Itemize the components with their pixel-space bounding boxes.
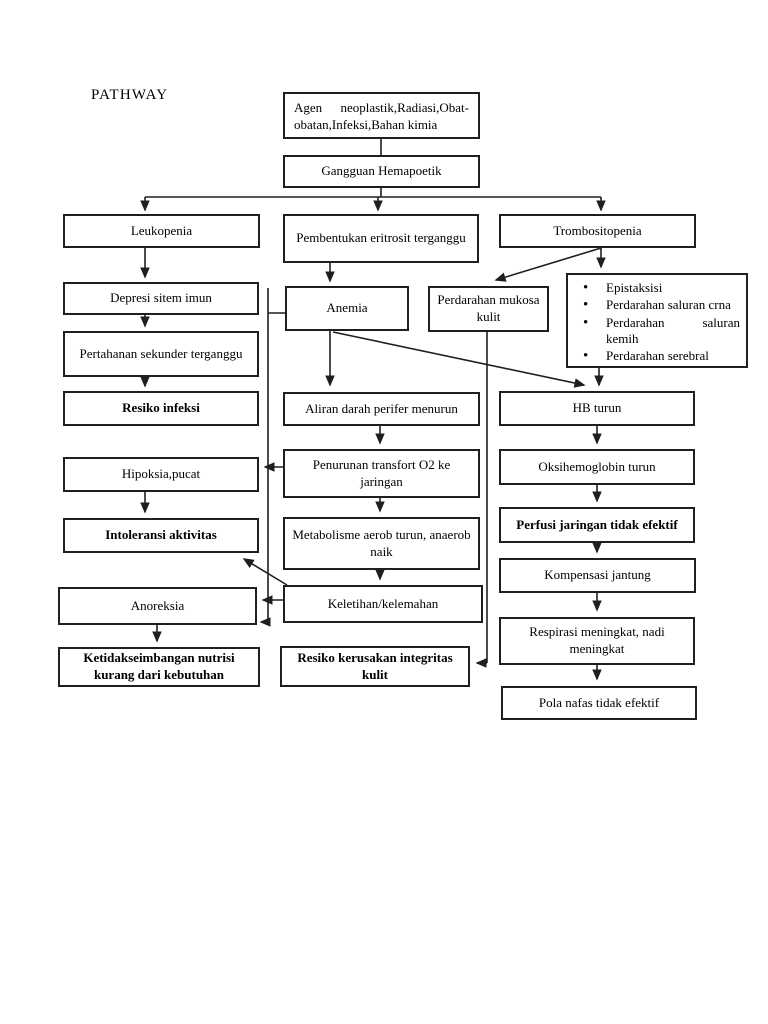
node-perdarahan-mukosa-kulit: Perdarahan mukosa kulit (428, 286, 549, 332)
node-kompensasi-jantung: Kompensasi jantung (499, 558, 696, 593)
node-depresi-sistem-imun: Depresi sitem imun (63, 282, 259, 315)
node-ketidakseimbangan-nutrisi: Ketidakseimbangan nutrisi kurang dari ke… (58, 647, 260, 687)
node-perfusi-jaringan: Perfusi jaringan tidak efektif (499, 507, 695, 543)
list-item: Epistaksisi (568, 279, 740, 298)
list-item: Perdarahan saluran crna (568, 296, 740, 315)
node-pertahanan-sekunder: Pertahanan sekunder terganggu (63, 331, 259, 377)
node-hipoksia-pucat: Hipoksia,pucat (63, 457, 259, 492)
node-bleeding-list: Epistaksisi Perdarahan saluran crna Perd… (566, 273, 748, 368)
node-leukopenia: Leukopenia (63, 214, 260, 248)
node-resiko-kerusakan-integritas: Resiko kerusakan integritas kulit (280, 646, 470, 687)
node-metabolisme-aerob: Metabolisme aerob turun, anaerob naik (283, 517, 480, 570)
list-item: Perdarahan serebral (568, 347, 740, 366)
node-hb-turun: HB turun (499, 391, 695, 426)
node-resiko-infeksi: Resiko infeksi (63, 391, 259, 426)
node-trombositopenia: Trombositopenia (499, 214, 696, 248)
node-oksihemoglobin-turun: Oksihemoglobin turun (499, 449, 695, 485)
list-item: Perdarahan saluran kemih (568, 314, 740, 348)
node-pembentukan-eritrosit: Pembentukan eritrosit terganggu (283, 214, 479, 263)
bleeding-list: Epistaksisi Perdarahan saluran crna Perd… (568, 279, 740, 366)
node-pola-nafas: Pola nafas tidak efektif (501, 686, 697, 720)
node-respirasi-meningkat: Respirasi meningkat, nadi meningkat (499, 617, 695, 665)
page-title: PATHWAY (91, 87, 169, 103)
node-agen: Agen neoplastik,Radiasi,Obat-obatan,Infe… (283, 92, 480, 139)
node-keletihan-kelemahan: Keletihan/kelemahan (283, 585, 483, 623)
node-anemia: Anemia (285, 286, 409, 331)
node-anoreksia: Anoreksia (58, 587, 257, 625)
node-penurunan-transfort-o2: Penurunan transfort O2 ke jaringan (283, 449, 480, 498)
node-gangguan-hemapoetik: Gangguan Hemapoetik (283, 155, 480, 188)
node-aliran-darah-perifer: Aliran darah perifer menurun (283, 392, 480, 426)
node-intoleransi-aktivitas: Intoleransi aktivitas (63, 518, 259, 553)
